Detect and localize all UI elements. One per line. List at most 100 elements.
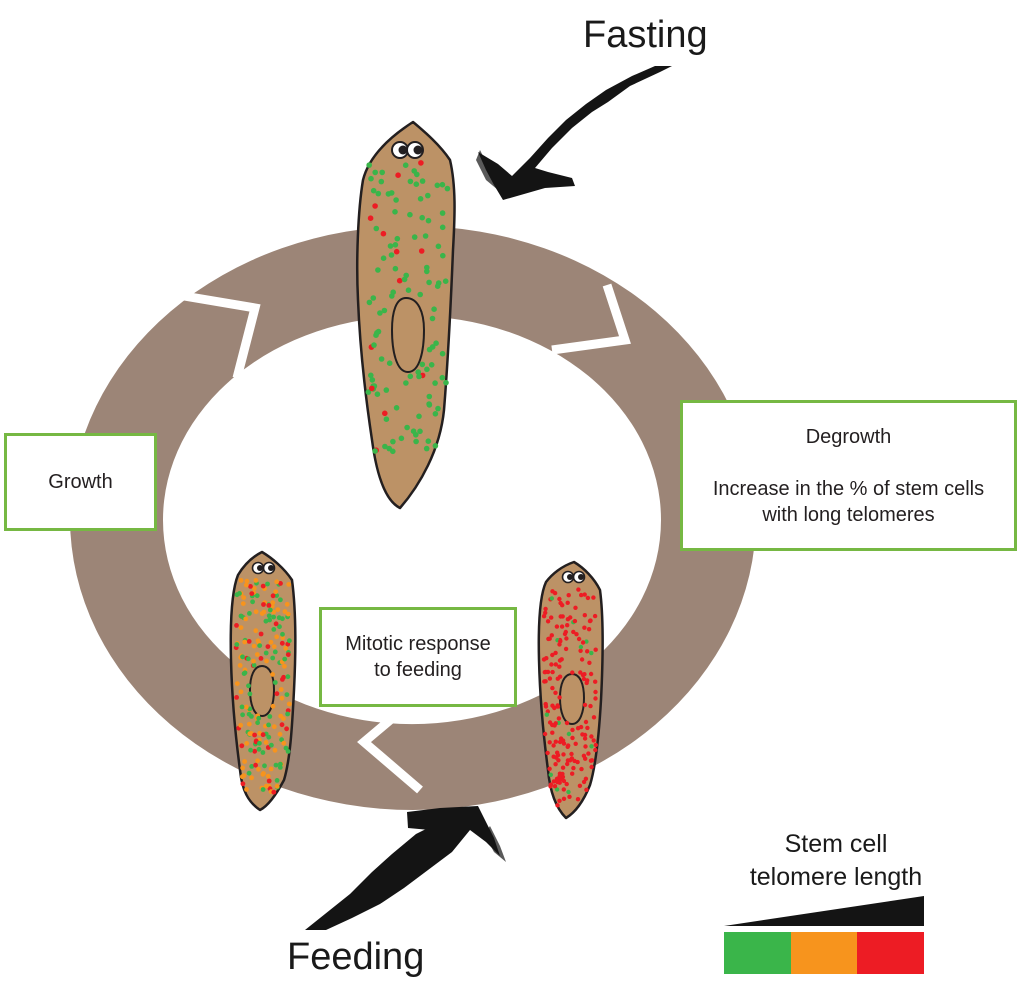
stem-cell-dot bbox=[572, 758, 577, 764]
worm-growth bbox=[229, 550, 297, 812]
stem-cell-dot bbox=[550, 669, 555, 675]
stem-cell-dot bbox=[366, 162, 373, 168]
stem-cell-dot bbox=[553, 662, 558, 667]
stem-cell-dot bbox=[560, 771, 565, 777]
stem-cell-dot bbox=[277, 731, 283, 737]
stem-cell-dot bbox=[284, 601, 290, 607]
stem-cell-dot bbox=[386, 360, 393, 367]
stem-cell-dot bbox=[582, 625, 587, 630]
stem-cell-dot bbox=[274, 783, 280, 789]
stem-cell-dot bbox=[262, 763, 267, 769]
stem-cell-dot bbox=[439, 210, 446, 216]
stem-cell-dot bbox=[256, 766, 261, 772]
stem-cell-dot bbox=[240, 712, 246, 718]
stem-cell-dot bbox=[266, 603, 272, 608]
stem-cell-dot bbox=[248, 747, 254, 753]
stem-cell-dot bbox=[557, 642, 562, 647]
stem-cell-dot bbox=[543, 610, 548, 615]
cycle-ring bbox=[70, 226, 756, 810]
stem-cell-dot bbox=[382, 443, 388, 450]
stem-cell-dot bbox=[247, 691, 253, 697]
stem-cell-dot bbox=[585, 595, 591, 601]
stem-cell-dot bbox=[263, 740, 269, 745]
legend-title: Stem cell telomere length bbox=[706, 828, 966, 894]
legend-swatch-short bbox=[857, 932, 925, 974]
stem-cell-dot bbox=[242, 670, 248, 676]
stem-cell-dot bbox=[564, 720, 570, 726]
stem-cell-dot bbox=[278, 597, 283, 603]
stem-cell-dot bbox=[251, 658, 256, 664]
stem-cell-dot bbox=[263, 618, 269, 624]
stem-cell-dot bbox=[582, 592, 587, 597]
stem-cell-dot bbox=[571, 629, 576, 635]
stem-cell-dot bbox=[266, 613, 272, 619]
stem-cell-dot bbox=[237, 663, 243, 668]
stem-cell-dot bbox=[285, 674, 291, 680]
stem-cell-dot bbox=[254, 652, 260, 657]
stem-cell-dot bbox=[583, 719, 589, 725]
legend-swatch-medium bbox=[790, 932, 858, 974]
stem-cell-dot bbox=[387, 243, 394, 249]
stem-cell-dot bbox=[255, 720, 260, 726]
stem-cell-dot bbox=[566, 731, 572, 737]
stem-cell-dot bbox=[425, 192, 431, 199]
stem-cell-dot bbox=[282, 663, 287, 669]
stem-cell-dot bbox=[593, 747, 598, 753]
stem-cell-dot bbox=[263, 650, 269, 656]
stem-cell-dot bbox=[267, 714, 273, 719]
stem-cell-dot bbox=[371, 342, 377, 348]
stem-cell-dot bbox=[285, 749, 291, 754]
degrowth-line2: with long telomeres bbox=[762, 503, 935, 526]
stem-cell-dot bbox=[234, 623, 239, 628]
stem-cell-dot bbox=[393, 405, 400, 411]
stem-cell-dot bbox=[570, 670, 575, 675]
stem-cell-dot bbox=[238, 689, 244, 695]
stem-cell-dot bbox=[572, 618, 578, 624]
stem-cell-dot bbox=[422, 233, 429, 239]
stem-cell-dot bbox=[557, 798, 562, 803]
stem-cell-dot bbox=[589, 764, 594, 770]
stem-cell-dot bbox=[545, 669, 551, 675]
stem-cell-dot bbox=[285, 611, 291, 617]
stem-cell-dot bbox=[582, 702, 588, 708]
stem-cell-dot bbox=[593, 647, 598, 652]
stem-cell-dot bbox=[274, 778, 280, 783]
stem-cell-dot bbox=[267, 617, 272, 623]
stem-cell-dot bbox=[570, 735, 575, 741]
legend-title-line1: Stem cell bbox=[784, 830, 888, 858]
stem-cell-dot bbox=[439, 374, 446, 381]
stem-cell-dot bbox=[544, 712, 549, 717]
stem-cell-dot bbox=[571, 765, 576, 771]
stem-cell-dot bbox=[403, 380, 409, 386]
stem-cell-dot bbox=[240, 765, 246, 771]
stem-cell-dot bbox=[381, 307, 388, 314]
stem-cell-dot bbox=[266, 722, 271, 728]
stem-cell-dot bbox=[435, 243, 442, 250]
stem-cell-dot bbox=[269, 742, 274, 748]
stem-cell-dot bbox=[270, 672, 275, 677]
stem-cell-dot bbox=[250, 599, 256, 605]
stem-cell-dot bbox=[244, 578, 250, 584]
stem-cell-dot bbox=[416, 373, 422, 380]
stem-cell-dot bbox=[261, 602, 266, 607]
stem-cell-dot bbox=[434, 182, 441, 189]
stem-cell-dot bbox=[368, 175, 374, 182]
stem-cell-dot bbox=[419, 214, 426, 221]
stem-cell-dot bbox=[260, 732, 266, 738]
stem-cell-dot bbox=[392, 209, 398, 215]
stem-cell-dot bbox=[424, 264, 430, 271]
stem-cell-dot bbox=[398, 435, 405, 442]
stem-cell-dot bbox=[265, 773, 271, 779]
stem-cell-dot bbox=[575, 797, 581, 802]
stem-cell-dot bbox=[581, 779, 587, 785]
stem-cell-dot bbox=[591, 738, 596, 743]
stem-cell-dot bbox=[282, 609, 288, 614]
stem-cell-dot bbox=[243, 704, 249, 710]
stem-cell-dot bbox=[239, 743, 245, 749]
stem-cell-dot bbox=[242, 639, 248, 645]
stem-cell-dot bbox=[593, 689, 598, 695]
stem-cell-dot bbox=[261, 771, 266, 776]
stem-cell-dot bbox=[570, 771, 575, 776]
stem-cell-dot bbox=[255, 638, 261, 644]
stem-cell-dot bbox=[240, 601, 246, 606]
